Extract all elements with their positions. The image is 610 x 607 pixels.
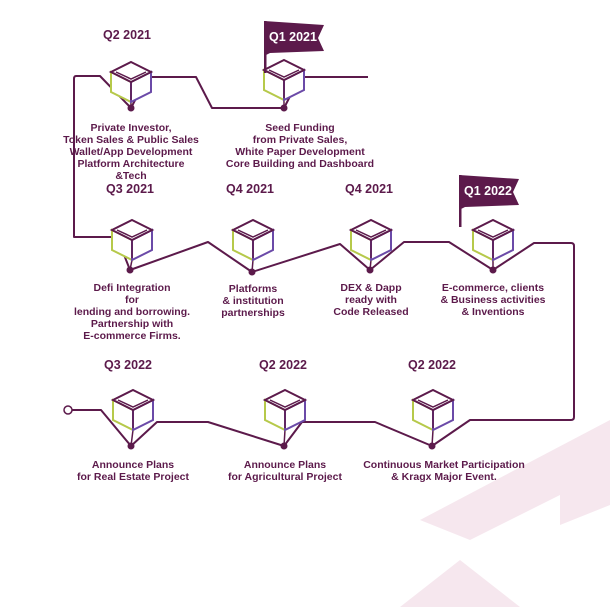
milestone-description-line: Private Investor, (90, 122, 172, 134)
milestone-quarter-label: Q4 2021 (345, 182, 393, 196)
milestone-description-line: lending and borrowing. (73, 306, 191, 318)
timeline-node-dot-icon (248, 268, 256, 276)
milestone-description-line: Wallet/App Development (69, 146, 193, 158)
milestone-description-line: ready with (345, 294, 397, 306)
flag-icon (264, 21, 324, 73)
milestone-quarter-label: Q4 2021 (226, 182, 274, 196)
milestone-description-line: Platform Architecture (77, 158, 185, 170)
milestone-description-line: for Agricultural Project (228, 471, 342, 483)
milestone-description-line: &Tech (115, 170, 147, 182)
timeline-node-dot-icon (489, 266, 497, 274)
milestone-description-line: Announce Plans (243, 459, 327, 471)
timeline-node-dot-icon (126, 266, 134, 274)
milestone-description-line: Announce Plans (91, 459, 175, 471)
milestone-description-line: Partnership with (90, 318, 174, 330)
cube-icon (262, 388, 308, 432)
milestone-description-line: E-commerce, clients (441, 282, 545, 294)
cube-icon (109, 218, 155, 262)
milestone-quarter-flag-label: Q1 2021 (269, 30, 317, 44)
milestone-quarter-label: Q3 2022 (104, 358, 152, 372)
timeline-node-dot-icon (280, 104, 288, 112)
milestone-description-line: partnerships (221, 307, 285, 319)
milestone-quarter-flag-label: Q1 2022 (464, 184, 512, 198)
milestone-description-line: & Inventions (461, 306, 525, 318)
timeline-node-dot-icon (280, 442, 288, 450)
milestone-description-line: Code Released (333, 306, 409, 318)
milestone-description: Private Investor,Token Sales & Public Sa… (63, 122, 199, 182)
milestone-description-line: for (124, 294, 139, 306)
milestone-description-line: White Paper Development (235, 146, 365, 158)
milestone-quarter-label: Q2 2022 (259, 358, 307, 372)
cube-icon (261, 58, 307, 102)
cube-icon (108, 60, 154, 104)
timeline-node-dot-icon (428, 442, 436, 450)
milestone-description-line: Token Sales & Public Sales (63, 134, 199, 146)
timeline-node-dot-icon (366, 266, 374, 274)
milestone-description-line: E-commerce Firms. (83, 330, 181, 342)
milestone-description-line: DEX & Dapp (340, 282, 402, 294)
milestone-quarter-label: Q2 2022 (408, 358, 456, 372)
milestone-quarter-label: Q2 2021 (103, 28, 151, 42)
cube-icon (470, 218, 516, 262)
timeline-start-ring-icon (63, 405, 73, 415)
milestone-description: Continuous Market Participation& Kragx M… (363, 459, 525, 483)
flag-icon (459, 175, 519, 227)
milestone-description-line: Core Building and Dashboard (225, 158, 375, 170)
cube-icon (110, 388, 156, 432)
timeline-node-dot-icon (127, 104, 135, 112)
milestone-description-line: Platforms (228, 283, 278, 295)
timeline-node-dot-icon (127, 442, 135, 450)
milestone-description-line: & Business activities (440, 294, 546, 306)
milestone-description-line: & institution (222, 295, 284, 307)
milestone-description-line: & Kragx Major Event. (391, 471, 497, 483)
cube-icon (230, 218, 276, 262)
timeline-path (70, 75, 575, 447)
watermark-chevron-icon (400, 420, 610, 607)
milestone-description-line: Defi Integration (93, 282, 171, 294)
milestone-description: E-commerce, clients& Business activities… (440, 282, 545, 318)
milestone-description-line: from Private Sales, (252, 134, 348, 146)
milestone-description-line: Continuous Market Participation (363, 459, 525, 471)
cube-icon (410, 388, 456, 432)
milestone-quarter-label: Q3 2021 (106, 182, 154, 196)
milestone-description-line: Seed Funding (265, 122, 335, 134)
cube-icon (348, 218, 394, 262)
milestone-description-line: for Real Estate Project (76, 471, 190, 483)
